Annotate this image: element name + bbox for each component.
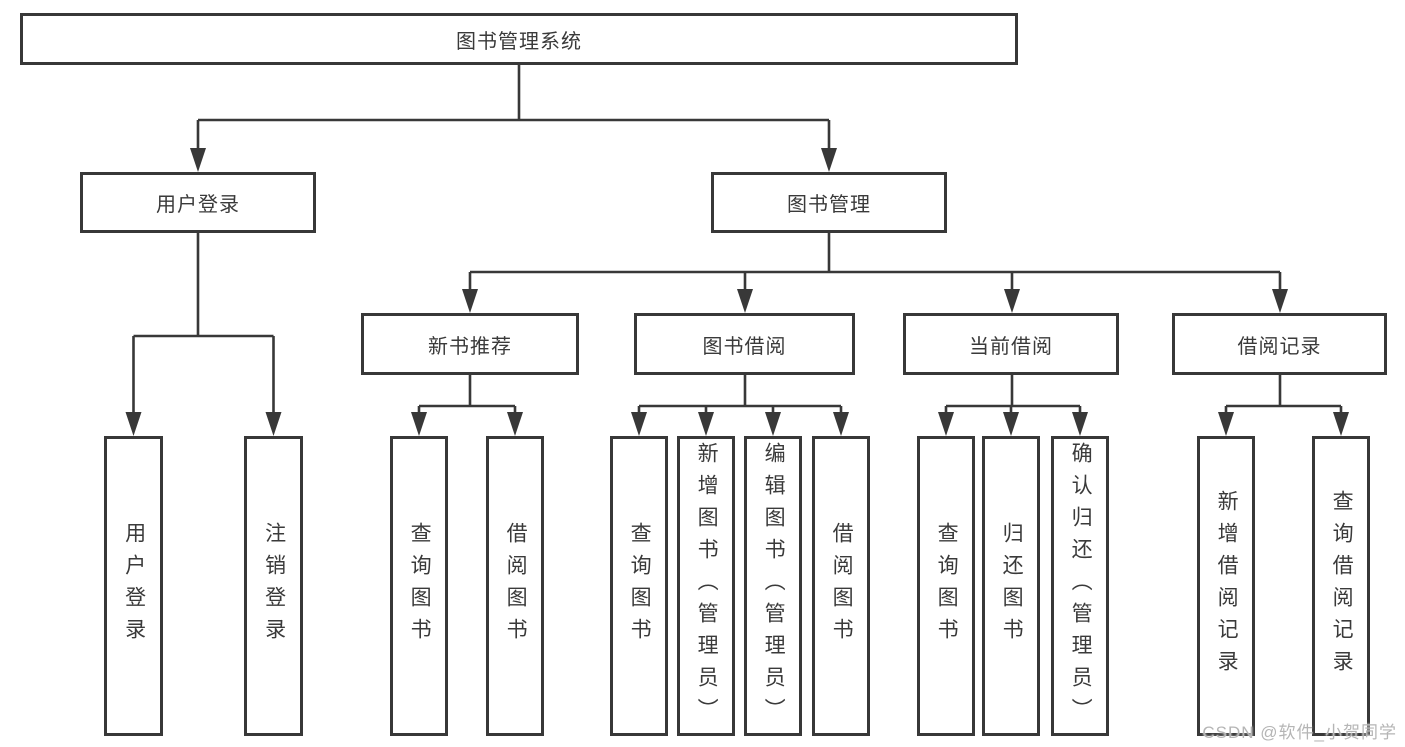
leaf-add-books-admin: 新增图书（管理员）: [677, 436, 735, 736]
node-new-book-recommend: 新书推荐: [361, 313, 579, 375]
csdn-watermark: CSDN @软件_小贺同学: [1202, 723, 1397, 742]
leaf-borrow-books-label: 借阅图书: [830, 522, 854, 650]
arrowhead: [190, 148, 206, 172]
leaf-edit-books-admin: 编辑图书（管理员）: [744, 436, 802, 736]
arrowhead: [1333, 412, 1349, 436]
node-library-management-system: 图书管理系统: [20, 13, 1018, 65]
leaf-query-books-recommend: 查询图书: [390, 436, 448, 736]
leaf-query-books-borrow-label: 查询图书: [628, 522, 652, 650]
leaf-add-borrow-record-label: 新增借阅记录: [1215, 490, 1239, 682]
leaf-user-login-label: 用户登录: [122, 522, 146, 650]
leaf-query-books-borrow: 查询图书: [610, 436, 668, 736]
arrowhead: [765, 412, 781, 436]
leaf-add-borrow-record: 新增借阅记录: [1197, 436, 1255, 736]
arrowhead: [737, 289, 753, 313]
connector-root-to-level2: [196, 65, 831, 150]
arrowhead: [631, 412, 647, 436]
leaf-query-books-current-label: 查询图书: [935, 522, 959, 650]
node-new-book-recommend-label: 新书推荐: [428, 335, 512, 358]
leaf-confirm-return-admin-label: 确认归还（管理员）: [1069, 442, 1093, 730]
leaf-logout-label: 注销登录: [262, 522, 286, 650]
node-borrow-records: 借阅记录: [1172, 313, 1387, 375]
leaf-query-borrow-record: 查询借阅记录: [1312, 436, 1370, 736]
arrowhead: [1004, 289, 1020, 313]
arrowhead: [821, 148, 837, 172]
node-user-login: 用户登录: [80, 172, 316, 233]
arrowhead: [1218, 412, 1234, 436]
leaf-edit-books-admin-label: 编辑图书（管理员）: [762, 442, 786, 730]
leaf-return-books: 归还图书: [982, 436, 1040, 736]
connector-arrowheads: [125, 148, 1349, 436]
leaf-user-login: 用户登录: [104, 436, 163, 736]
arrowhead: [1272, 289, 1288, 313]
leaf-borrow-books-recommend-label: 借阅图书: [504, 522, 528, 650]
leaf-logout: 注销登录: [244, 436, 303, 736]
arrowhead: [938, 412, 954, 436]
connector-borrow-records-children: [1224, 375, 1343, 415]
leaf-query-borrow-record-label: 查询借阅记录: [1330, 490, 1354, 682]
arrowhead: [125, 412, 142, 436]
connector-new-book-recommend-children: [417, 375, 517, 415]
node-current-borrow-label: 当前借阅: [969, 335, 1053, 358]
arrowhead: [462, 289, 478, 313]
node-book-management: 图书管理: [711, 172, 947, 233]
node-current-borrow: 当前借阅: [903, 313, 1119, 375]
connector-book-borrow-children: [637, 375, 843, 415]
leaf-return-books-label: 归还图书: [1000, 522, 1024, 650]
node-book-borrow: 图书借阅: [634, 313, 855, 375]
leaf-confirm-return-admin: 确认归还（管理员）: [1051, 436, 1109, 736]
arrowhead: [507, 412, 523, 436]
leaf-borrow-books-recommend: 借阅图书: [486, 436, 544, 736]
arrowhead: [411, 412, 427, 436]
arrowhead: [698, 412, 714, 436]
arrowhead: [1072, 412, 1088, 436]
leaf-query-books-recommend-label: 查询图书: [408, 522, 432, 650]
node-user-login-label: 用户登录: [156, 194, 240, 216]
connector-user-login-children: [132, 233, 275, 414]
arrowhead: [265, 412, 282, 436]
connector-current-borrow-children: [944, 375, 1082, 415]
leaf-borrow-books: 借阅图书: [812, 436, 870, 736]
node-book-borrow-label: 图书借阅: [702, 335, 787, 358]
arrowhead: [1003, 412, 1019, 436]
node-borrow-records-label: 借阅记录: [1237, 335, 1322, 358]
connector-book-management-children: [468, 233, 1282, 292]
node-library-management-system-label: 图书管理系统: [456, 30, 582, 53]
node-book-management-label: 图书管理: [787, 194, 871, 216]
connector-paths: [132, 65, 1343, 415]
leaf-query-books-current: 查询图书: [917, 436, 975, 736]
leaf-add-books-admin-label: 新增图书（管理员）: [695, 442, 719, 730]
arrowhead: [833, 412, 849, 436]
